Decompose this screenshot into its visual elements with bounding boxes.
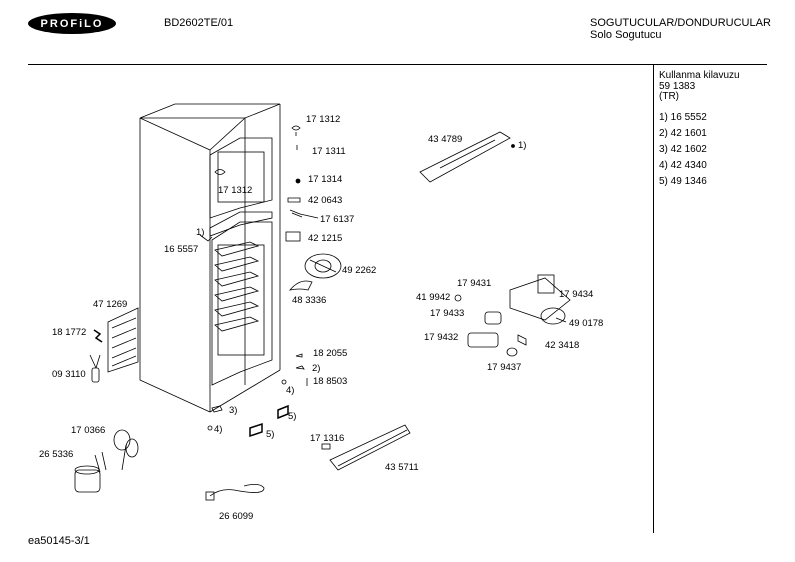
label-ref: 2) [312,363,321,374]
part-18-2055 [295,353,303,358]
clip-17-6137 [289,209,303,218]
leader-17-6137 [299,213,319,219]
exploded-view-diagram [74,103,571,501]
hinge-freezer [214,169,226,175]
note-4: 4) 42 4340 [659,160,707,171]
label-ref: 4) [214,424,223,435]
label-part: 49 0178 [569,318,604,329]
fan-blade [113,429,139,471]
screw-ref-4b [207,425,213,431]
condenser [107,307,139,373]
manual-code: 59 1383 [659,81,696,92]
label-part: 17 1311 [312,146,346,157]
label-part: 17 9434 [559,289,594,300]
bracket-42-0643 [287,197,301,203]
brand-logo-text: PROFiLO [40,17,104,30]
header-rule [28,64,767,65]
fridge-cabinet [139,103,281,413]
label-ref: 4) [286,385,295,396]
label-part: 42 1215 [308,233,343,244]
label-part: 16 5557 [164,244,199,255]
plug [205,491,215,501]
label-part: 49 2262 [342,265,377,276]
part-ref-2 [295,365,305,370]
foot-ref-3 [211,405,223,413]
category-title: SOGUTUCULAR/DONDURUCULAR [590,17,771,29]
label-part: 17 1314 [308,174,343,185]
bulb-holder-17-9433 [484,311,502,325]
label-part: 43 4789 [428,134,463,145]
tray-48-3336 [288,280,313,291]
label-part: 17 9437 [487,362,522,373]
note-5: 5) 49 1346 [659,176,707,187]
crisper-cover [329,424,411,471]
label-part: 43 5711 [385,462,419,473]
lamp-17-1312 [199,234,213,242]
screw-17-1314 [295,178,301,184]
label-part: 18 2055 [313,348,348,359]
label-part: 42 3418 [545,340,580,351]
note-3: 3) 42 1602 [659,144,707,155]
label-part: 18 1772 [52,327,87,338]
hinge-ref-5b [249,422,263,438]
label-ref: 1) [518,140,527,151]
door-handle [419,131,511,183]
screw-handle [511,144,515,148]
leader-49-0178 [555,317,567,323]
label-part: 17 1312 [306,114,341,125]
hinge-top [291,125,301,136]
note-1: 1) 16 5552 [659,112,707,123]
compressor [74,451,107,493]
label-ref: 3) [229,405,238,416]
label-ref: 5) [266,429,275,440]
label-part: 09 3110 [52,369,86,380]
manual-title: Kullanma kilavuzu [659,70,740,81]
manual-language: (TR) [659,91,679,102]
label-part: 18 8503 [313,376,348,387]
knob-41-9942 [454,294,462,302]
cover-42-1215 [285,231,301,242]
label-part: 17 1312 [218,185,253,196]
sidebar-divider [653,64,654,533]
hinge-ref-5a [277,404,289,420]
label-part: 17 0366 [71,425,106,436]
label-part: 17 6137 [320,214,355,225]
label-part: 17 9433 [430,308,465,319]
label-part: 47 1269 [93,299,128,310]
fan-cover [304,253,342,279]
power-cord [209,484,265,497]
screw-ref-4a [281,379,287,385]
brand-logo: PROFiLO [28,13,116,34]
label-part: 26 6099 [219,511,254,522]
thermostat [89,354,101,383]
note-2: 2) 42 1601 [659,128,707,139]
thermostat-housing [509,274,571,325]
clip-18-1772 [93,329,103,343]
switch-42-3418 [517,334,527,346]
label-part: 26 5336 [39,449,74,460]
footer-code: ea50145-3/1 [28,535,90,547]
part-17-1316 [321,443,331,450]
subcategory-title: Solo Sogutucu [590,29,662,41]
label-part: 41 9942 [416,292,451,303]
label-part: 17 9432 [424,332,459,343]
label-part: 42 0643 [308,195,343,206]
label-part: 17 1316 [310,433,345,444]
label-ref: 5) [288,411,297,422]
label-part: 17 9431 [457,278,492,289]
label-part: 48 3336 [292,295,327,306]
model-number: BD2602TE/01 [164,17,234,29]
label-ref: 1) [196,227,205,238]
lamp-cover-17-9432 [467,332,499,348]
bulb-17-9437 [506,347,518,357]
